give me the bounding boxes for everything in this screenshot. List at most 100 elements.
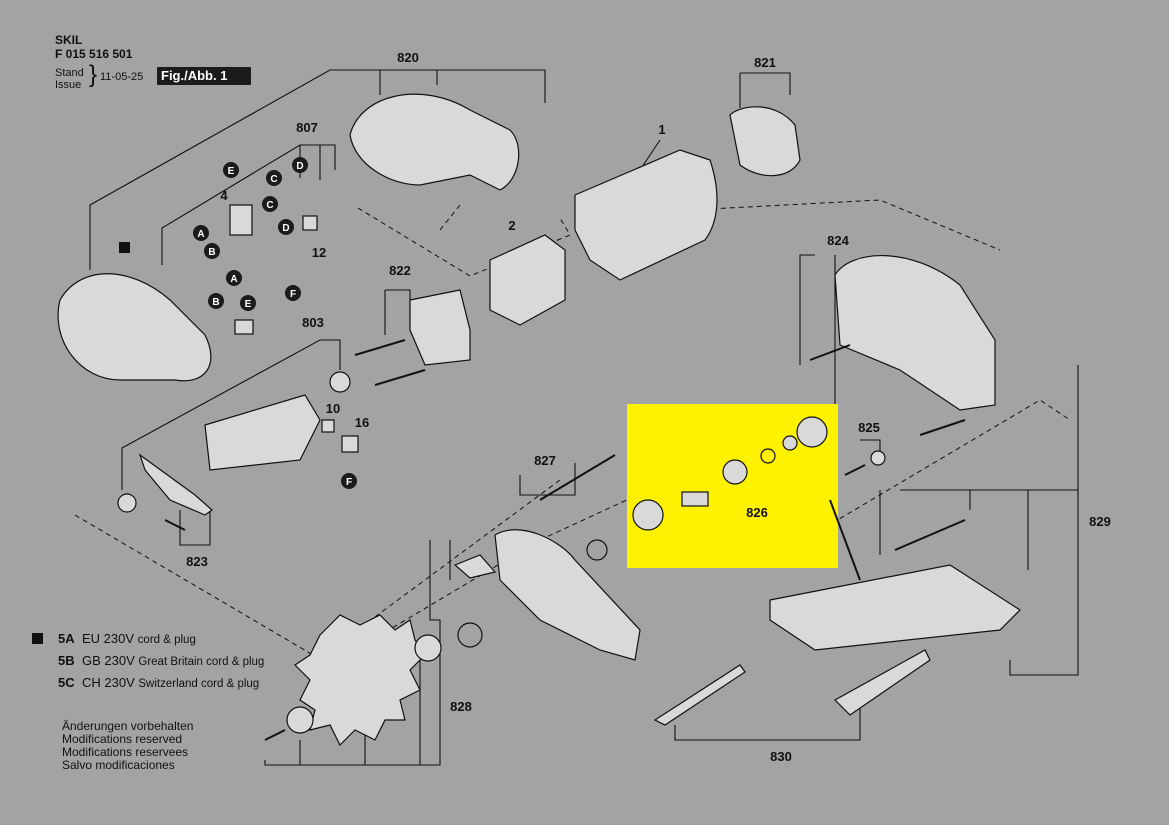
- handle-half-820: [349, 93, 520, 191]
- screw-825: [844, 464, 866, 476]
- legend-voltage: GB 230V: [82, 653, 135, 668]
- bearing-803: [329, 371, 351, 393]
- modification-notes: Änderungen vorbehalten Modifications res…: [62, 720, 193, 772]
- motor-housing-1: [574, 149, 718, 281]
- base-plate-829: [769, 564, 1021, 651]
- issue-date: 11-05-25: [100, 71, 144, 83]
- circlip-826: [760, 448, 776, 464]
- connector-marker: E: [223, 162, 239, 178]
- guide-arm: [829, 499, 861, 581]
- part-number-label: 16: [355, 415, 369, 430]
- brush-holder: [234, 319, 254, 335]
- connector-letter: C: [270, 174, 277, 185]
- connector-marker: A: [193, 225, 209, 241]
- o-ring: [586, 539, 608, 561]
- part-number-label: 825: [858, 420, 880, 435]
- screw-guard: [919, 419, 966, 436]
- connector-marker: F: [341, 473, 357, 489]
- legend-description: cord & plug: [137, 634, 196, 646]
- connector-letter: C: [266, 200, 273, 211]
- washer-825: [870, 450, 886, 466]
- screw-824: [809, 344, 851, 361]
- legend-marker: [32, 633, 43, 644]
- legend-row: 5C CH 230V Switzerland cord & plug: [32, 676, 259, 691]
- bearing-826: [722, 459, 748, 485]
- part-number-label: 824: [827, 233, 849, 248]
- pin-822-a: [354, 339, 406, 356]
- flange-826: [632, 499, 664, 531]
- part-number-label: 827: [534, 453, 556, 468]
- part-number-label: 820: [397, 50, 419, 65]
- brush-10: [321, 419, 335, 433]
- saw-blade: [294, 614, 426, 747]
- retaining-ring: [457, 622, 483, 648]
- outer-flange: [414, 634, 442, 662]
- legend-code: 5C: [58, 675, 75, 690]
- connector-marker: F: [285, 285, 301, 301]
- part-number-label: 10: [326, 401, 340, 416]
- note-en: Modifications reserved: [62, 732, 183, 746]
- part-number-label: 828: [450, 699, 472, 714]
- part-number-label: 4: [220, 188, 228, 203]
- part-number-label: 823: [186, 554, 208, 569]
- connector-marker-circle: [240, 295, 256, 311]
- part-number-label: 829: [1089, 514, 1111, 529]
- lower-guard: [494, 529, 641, 661]
- end-cap-821: [729, 106, 801, 177]
- part-shapes: [57, 93, 1021, 747]
- connector-marker: A: [226, 270, 242, 286]
- pin-822-b: [374, 369, 426, 386]
- connector-marker-circle: [262, 196, 278, 212]
- connector-letter: F: [346, 477, 352, 488]
- legend-row: 5B GB 230V Great Britain cord & plug: [32, 654, 264, 669]
- note-es: Salvo modificaciones: [62, 758, 175, 772]
- brand-label: SKIL: [55, 33, 83, 47]
- connector-marker: B: [208, 293, 224, 309]
- part-number-label: 822: [389, 263, 411, 278]
- connector-marker-circle: [285, 285, 301, 301]
- part-number-label: 1: [658, 122, 665, 137]
- figure-label: Fig./Abb. 1: [157, 67, 251, 85]
- bolt-829: [894, 519, 966, 551]
- connector-marker-circle: [278, 219, 294, 235]
- connector-marker-circle: [266, 170, 282, 186]
- armature-803: [204, 394, 321, 471]
- field-coil-2: [489, 234, 566, 326]
- rear-handle: [57, 273, 212, 382]
- part-number-label: 821: [754, 55, 776, 70]
- part-number-label: 803: [302, 315, 324, 330]
- shaft-826: [681, 491, 709, 507]
- legend-description: Switzerland cord & plug: [138, 678, 260, 690]
- gear-826: [796, 416, 828, 448]
- cord-5a-marker: [119, 242, 130, 253]
- connector-marker: B: [204, 243, 220, 259]
- lever: [453, 554, 497, 579]
- connector-letter: A: [230, 274, 237, 285]
- wrench-830: [653, 664, 746, 726]
- connector-marker-circle: [341, 473, 357, 489]
- part-number-label: 2: [508, 218, 515, 233]
- brace-glyph: }: [89, 61, 98, 88]
- spring-827: [539, 454, 616, 501]
- connector-marker-circle: [292, 157, 308, 173]
- bearing-plate-822: [409, 289, 471, 366]
- connector-marker: E: [240, 295, 256, 311]
- blade-guard-824: [834, 255, 996, 411]
- pins-and-screws: [164, 339, 966, 741]
- part-number-label: 830: [770, 749, 792, 764]
- connector-marker: C: [262, 196, 278, 212]
- note-de: Änderungen vorbehalten: [62, 719, 194, 733]
- note-fr: Modifications reservees: [62, 745, 189, 759]
- legend-code: 5B: [58, 653, 75, 668]
- legend-description: Great Britain cord & plug: [138, 656, 265, 668]
- connector-marker-circle: [226, 270, 242, 286]
- legend-voltage: CH 230V: [82, 675, 135, 690]
- leader-lines: [89, 69, 1079, 766]
- connector-marker-circle: [223, 162, 239, 178]
- inner-flange-828: [286, 706, 314, 734]
- bolt-828: [264, 729, 286, 741]
- brush-12: [302, 215, 318, 231]
